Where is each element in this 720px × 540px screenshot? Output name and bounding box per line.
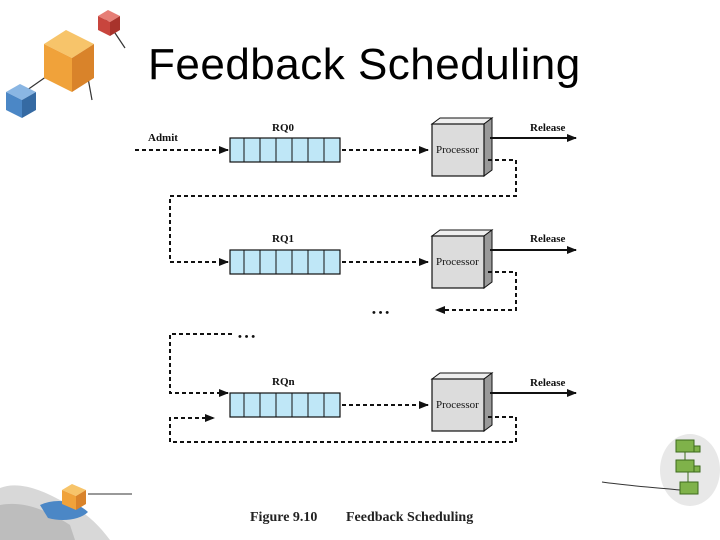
release-label-rqn: Release [530,377,566,389]
processor-rq1: Processor [430,229,494,289]
queue-rq0 [229,137,341,163]
figure-number: Figure 9.10 [250,510,317,525]
hand-with-cube-icon [0,484,132,540]
feedback-path-rqn [169,414,517,443]
queue-row-rqn: RQn Processor Release [169,372,577,443]
ellipsis-right: • • • [372,307,389,319]
ellipsis-left: • • • [238,331,255,343]
feedback-path-rq0 [169,159,517,266]
queue-label-rq1: RQ1 [272,233,294,245]
cube-cluster-icon [6,10,126,118]
processor-rqn: Processor [430,372,494,432]
queue-row-rq1: RQ1 Processor Release • • • [229,229,577,319]
figure-caption: Feedback Scheduling [346,510,473,525]
queue-label-rq0: RQ0 [272,122,295,134]
slide-title: Feedback Scheduling [148,40,581,89]
admit-label: Admit [148,132,178,144]
processor-label-rq0: Processor [436,144,479,156]
queue-rqn [229,392,341,418]
queue-rq1 [229,249,341,275]
flowchart-blocks-icon [601,434,720,506]
queue-label-rqn: RQn [272,376,295,388]
release-label-rq1: Release [530,233,566,245]
feedback-path-into-rqn [169,333,232,397]
queue-row-rq0: RQ0 Processor Release [169,117,577,266]
processor-rq0: Processor [430,117,494,177]
processor-label-rq1: Processor [436,256,479,268]
release-label-rq0: Release [530,122,566,134]
feedback-path-rq1 [435,271,517,314]
processor-label-rqn: Processor [436,399,479,411]
